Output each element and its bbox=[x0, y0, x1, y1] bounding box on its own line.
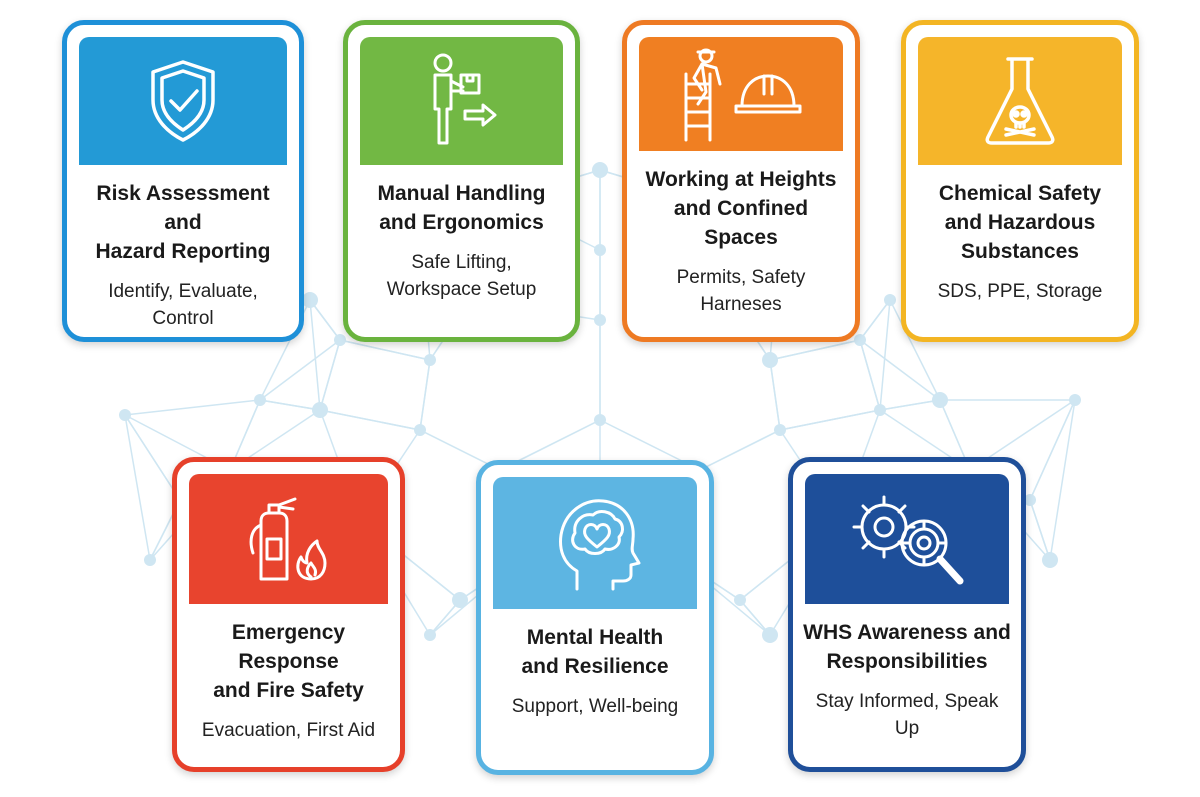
card-subtitle: Permits, Safety Harneses bbox=[676, 267, 806, 315]
network-node bbox=[424, 629, 436, 641]
network-link bbox=[769, 359, 781, 431]
network-link bbox=[1029, 399, 1076, 501]
network-node bbox=[874, 404, 886, 416]
network-link bbox=[859, 339, 941, 401]
network-link bbox=[859, 339, 881, 411]
network-node bbox=[312, 402, 328, 418]
network-link bbox=[339, 339, 431, 361]
network-node bbox=[414, 424, 426, 436]
card-subtitle: Stay Informed, Speak Up bbox=[815, 691, 999, 739]
fire-extinguisher-icon bbox=[249, 497, 326, 581]
network-link bbox=[319, 339, 341, 411]
card-subtitle: Identify, Evaluate, Control bbox=[108, 281, 258, 329]
network-node bbox=[119, 409, 131, 421]
network-node bbox=[762, 352, 778, 368]
network-node bbox=[594, 244, 606, 256]
card-title: WHS Awareness and Responsibilities bbox=[803, 621, 1011, 673]
card-emergency-response[interactable]: Emergency Response and Fire Safety Evacu… bbox=[172, 457, 405, 772]
network-node bbox=[302, 292, 318, 308]
network-node bbox=[734, 594, 746, 606]
card-banner bbox=[918, 37, 1122, 165]
network-link bbox=[309, 299, 341, 341]
network-node bbox=[762, 627, 778, 643]
head-heart-icon bbox=[559, 499, 641, 591]
network-node bbox=[424, 354, 436, 366]
gears-magnifier-icon bbox=[852, 495, 964, 585]
card-title: Risk Assessment and Hazard Reporting bbox=[95, 182, 271, 263]
network-link bbox=[1049, 399, 1076, 561]
card-mental-health[interactable]: Mental Health and Resilience Support, We… bbox=[476, 460, 714, 775]
ladder-hardhat-icon bbox=[684, 48, 802, 142]
card-chemical-safety[interactable]: Chemical Safety and Hazardous Substances… bbox=[901, 20, 1139, 342]
network-node bbox=[1042, 552, 1058, 568]
network-link bbox=[124, 414, 151, 561]
network-node bbox=[1069, 394, 1081, 406]
card-risk-assessment[interactable]: Risk Assessment and Hazard Reporting Ide… bbox=[62, 20, 304, 342]
network-node bbox=[452, 592, 468, 608]
network-link bbox=[769, 339, 861, 361]
network-link bbox=[259, 399, 321, 411]
hazardous-flask-icon bbox=[985, 57, 1055, 145]
card-title: Manual Handling and Ergonomics bbox=[377, 182, 546, 234]
network-node bbox=[254, 394, 266, 406]
shield-check-icon bbox=[151, 60, 215, 142]
card-subtitle: Evacuation, First Aid bbox=[201, 720, 376, 741]
card-banner bbox=[639, 37, 843, 151]
person-carrying-box-icon bbox=[433, 53, 496, 145]
network-link bbox=[419, 359, 431, 431]
network-node bbox=[334, 334, 346, 346]
network-link bbox=[319, 409, 421, 431]
network-node bbox=[932, 392, 948, 408]
card-subtitle: Safe Lifting, Workspace Setup bbox=[386, 252, 537, 300]
card-manual-handling[interactable]: Manual Handling and Ergonomics Safe Lift… bbox=[343, 20, 580, 342]
network-link bbox=[859, 299, 891, 341]
network-node bbox=[774, 424, 786, 436]
network-link bbox=[309, 299, 321, 411]
card-banner bbox=[805, 474, 1009, 604]
network-node bbox=[592, 162, 608, 178]
network-link bbox=[124, 414, 181, 501]
card-title: Working at Heights and Confined Spaces bbox=[645, 168, 837, 249]
card-subtitle: Support, Well-being bbox=[511, 696, 679, 717]
network-node bbox=[1024, 494, 1036, 506]
network-link bbox=[889, 299, 941, 401]
network-link bbox=[259, 339, 341, 401]
card-title: Mental Health and Resilience bbox=[521, 626, 669, 678]
network-link bbox=[699, 429, 781, 471]
card-banner bbox=[79, 37, 287, 165]
card-banner bbox=[189, 474, 388, 604]
network-node bbox=[144, 554, 156, 566]
network-link bbox=[779, 409, 881, 431]
card-banner bbox=[493, 477, 697, 609]
card-whs-awareness[interactable]: WHS Awareness and Responsibilities Stay … bbox=[788, 457, 1026, 772]
network-node bbox=[594, 314, 606, 326]
card-banner bbox=[360, 37, 563, 165]
card-title: Emergency Response and Fire Safety bbox=[213, 621, 364, 702]
network-link bbox=[879, 299, 891, 411]
network-link bbox=[1029, 499, 1051, 561]
card-title: Chemical Safety and Hazardous Substances bbox=[938, 182, 1102, 263]
network-node bbox=[884, 294, 896, 306]
card-working-at-heights[interactable]: Working at Heights and Confined Spaces P… bbox=[622, 20, 860, 342]
network-node bbox=[594, 414, 606, 426]
network-node bbox=[854, 334, 866, 346]
network-link bbox=[124, 399, 261, 416]
network-link bbox=[879, 399, 941, 411]
card-subtitle: SDS, PPE, Storage bbox=[937, 281, 1103, 302]
